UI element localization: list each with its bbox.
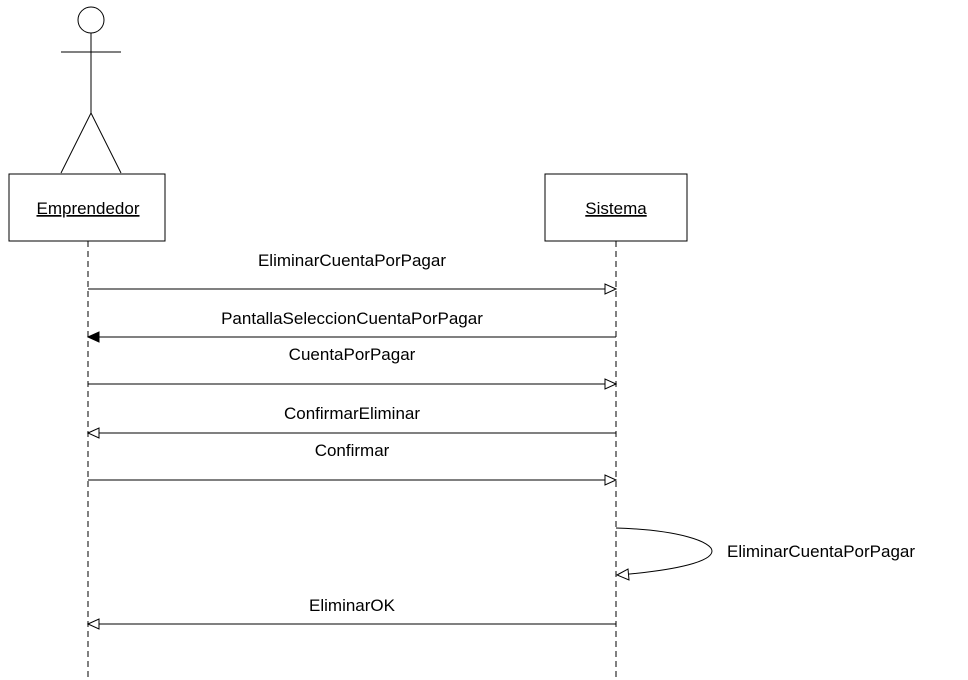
message-confirmar-eliminar: ConfirmarEliminar bbox=[86, 404, 616, 439]
participant-sistema-label: Sistema bbox=[585, 199, 647, 218]
participant-emprendedor-label: Emprendedor bbox=[36, 199, 139, 218]
open-arrowhead-icon bbox=[604, 283, 618, 295]
open-arrowhead-icon bbox=[86, 618, 100, 630]
message-eliminar-ok: EliminarOK bbox=[86, 596, 616, 630]
filled-arrowhead-icon bbox=[86, 331, 100, 343]
participant-emprendedor[interactable]: Emprendedor bbox=[8, 173, 166, 242]
message-label: Confirmar bbox=[315, 441, 390, 460]
open-arrowhead-icon bbox=[604, 378, 618, 390]
message-label: EliminarCuentaPorPagar bbox=[727, 542, 915, 561]
self-message-eliminar-cuenta-por-pagar: EliminarCuentaPorPagar bbox=[615, 527, 915, 581]
message-cuenta-por-pagar: CuentaPorPagar bbox=[88, 345, 618, 390]
open-arrowhead-icon bbox=[604, 474, 618, 486]
message-confirmar: Confirmar bbox=[88, 441, 618, 486]
message-label: EliminarOK bbox=[309, 596, 396, 615]
open-arrowhead-icon bbox=[615, 568, 630, 581]
actor-stick-figure-icon bbox=[60, 6, 122, 174]
message-label: CuentaPorPagar bbox=[289, 345, 416, 364]
message-pantalla-seleccion-cuenta-por-pagar: PantallaSeleccionCuentaPorPagar bbox=[86, 309, 616, 343]
message-label: ConfirmarEliminar bbox=[284, 404, 420, 423]
message-label: EliminarCuentaPorPagar bbox=[258, 251, 446, 270]
open-arrowhead-icon bbox=[86, 427, 100, 439]
message-eliminar-cuenta-por-pagar: EliminarCuentaPorPagar bbox=[88, 251, 618, 295]
message-label: PantallaSeleccionCuentaPorPagar bbox=[221, 309, 483, 328]
participant-sistema[interactable]: Sistema bbox=[544, 173, 688, 242]
